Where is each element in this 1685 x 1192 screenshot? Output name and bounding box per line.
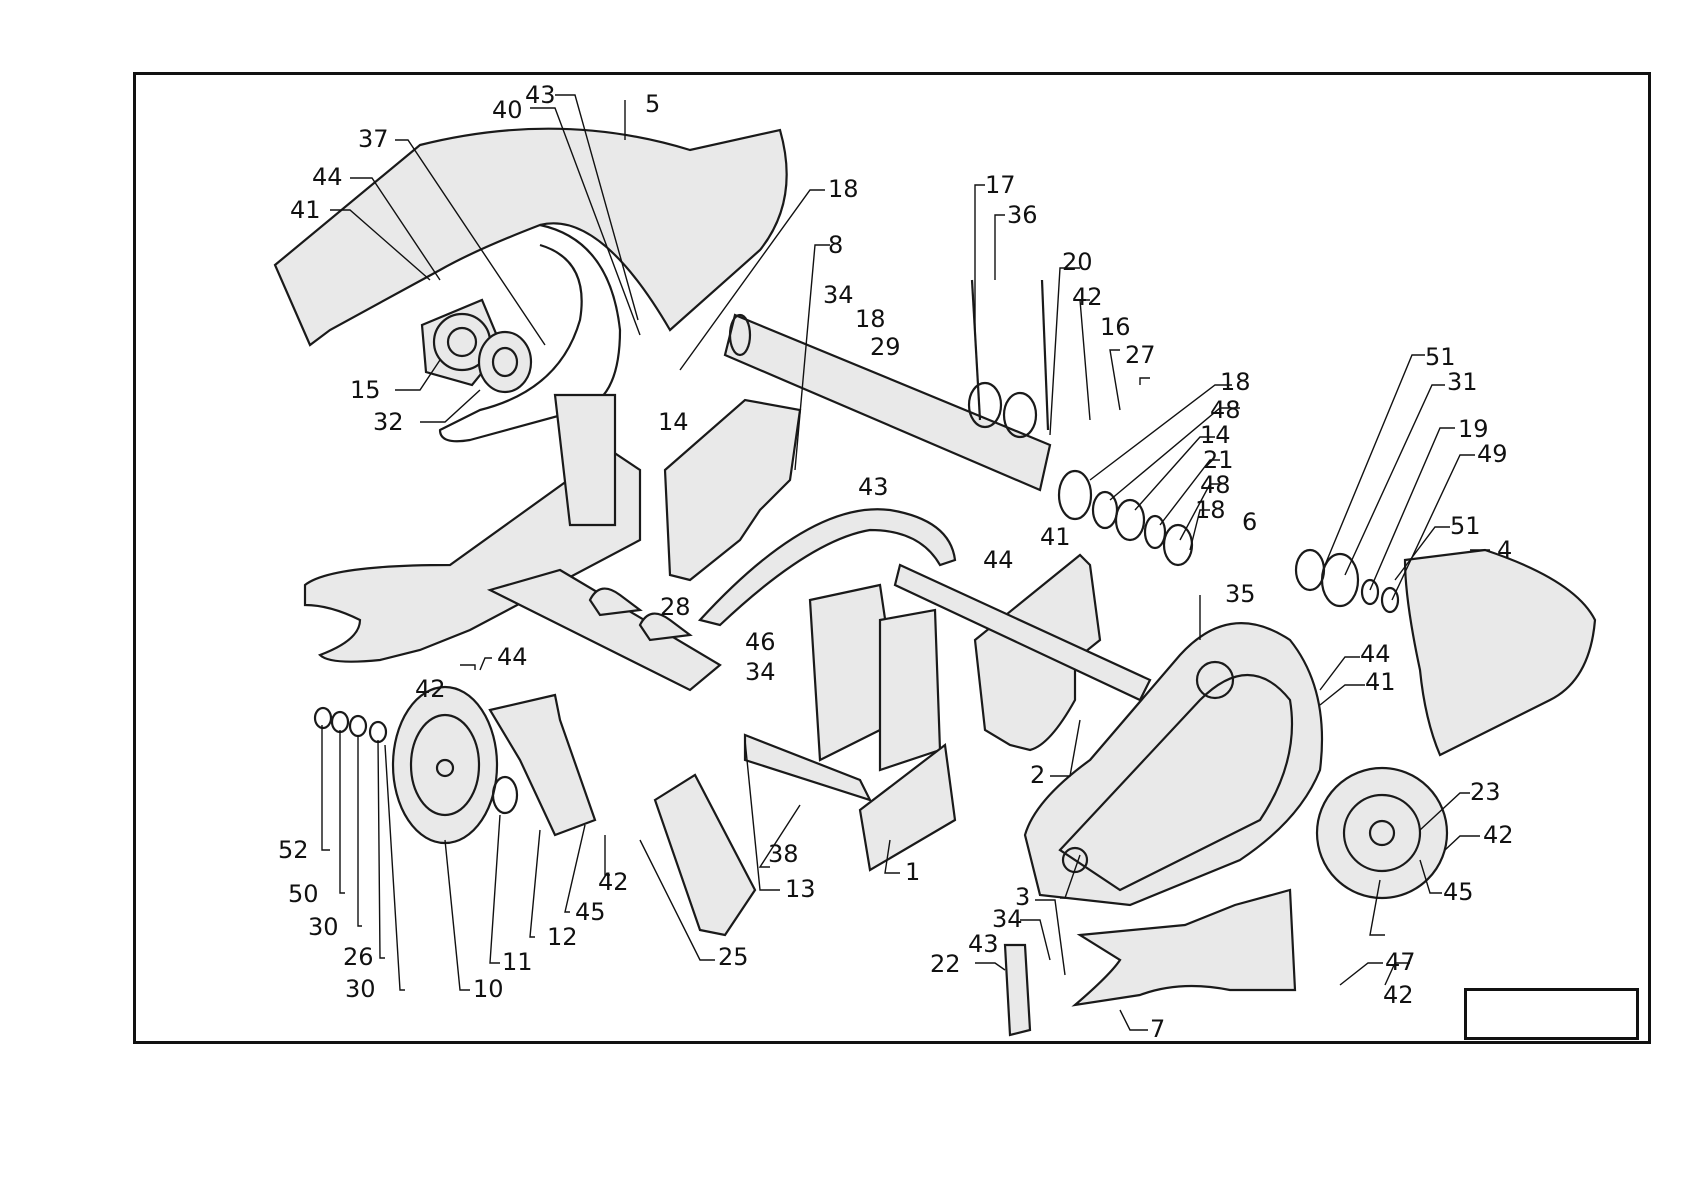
label-19: 19 [1458,415,1489,443]
label-37: 37 [358,125,389,153]
label-45b: 45 [1443,878,1474,906]
label-18a: 18 [828,175,859,203]
label-36: 36 [1007,201,1038,229]
label-51a: 51 [1425,343,1456,371]
label-6: 6 [1242,508,1257,536]
part-1-support [743,583,957,872]
label-40: 40 [492,96,523,124]
diagram-frame [133,72,1651,1044]
label-11: 11 [502,948,533,976]
label-12: 12 [547,923,578,951]
label-50: 50 [288,880,319,908]
label-14b: 14 [1200,421,1231,449]
part-22-plate [1003,943,1032,1037]
label-39: 42 [1483,821,1514,849]
part-7-bracket [1071,888,1297,1007]
label-35: 35 [1225,580,1256,608]
label-42b: 42 [415,675,446,703]
label-27: 27 [1125,341,1156,369]
label-44d: 44 [497,643,528,671]
spring-assembly [967,279,1050,439]
label-14a: 14 [658,408,689,436]
label-15: 15 [350,376,381,404]
label-22: 22 [930,950,961,978]
label-41b: 41 [1040,523,1071,551]
label-31: 31 [1447,368,1478,396]
label-17: 17 [985,171,1016,199]
label-43c: 43 [968,930,999,958]
label-43a: 43 [525,81,556,109]
label-42a: 42 [1072,283,1103,311]
part-5-left-cover [273,127,788,443]
label-42d: 42 [1383,981,1414,1009]
part-10-wheel [391,685,499,845]
shaft-bearing-stack [1057,469,1400,614]
part-11-hub [491,775,519,815]
label-45a: 45 [575,898,606,926]
part-13-arm [653,773,757,937]
label-52: 52 [278,836,309,864]
part-12-arm [488,693,597,837]
part-8-shaft [723,313,1052,492]
label-4: 4 [1497,536,1512,564]
left-side-plate [663,398,802,582]
label-41c: 41 [1365,668,1396,696]
label-29: 29 [870,333,901,361]
label-48b: 48 [1200,471,1231,499]
small-washers [313,706,388,744]
label-1: 1 [905,858,920,886]
label-32: 32 [373,408,404,436]
callout-labels: 43 40 5 37 44 41 18 8 34 18 29 15 32 14 … [278,81,1514,1043]
main-frame-beam [303,393,642,663]
label-7: 7 [1150,1015,1165,1043]
label-18b: 18 [855,305,886,333]
label-46: 46 [745,628,776,656]
part-4-right-cover [1403,548,1597,757]
label-20: 20 [1062,248,1093,276]
label-42c: 42 [598,868,629,896]
label-41a: 41 [290,196,321,224]
label-34b: 34 [745,658,776,686]
label-3: 3 [1015,883,1030,911]
label-38: 38 [768,840,799,868]
label-48a: 48 [1210,396,1241,424]
leader-lines [321,94,1490,1031]
label-44c: 44 [1360,640,1391,668]
label-13: 13 [785,875,816,903]
label-30a: 30 [308,913,339,941]
part-28-guard [697,508,957,627]
label-51b: 51 [1450,512,1481,540]
label-2: 2 [1030,761,1045,789]
part-35-sprocket [1315,766,1449,900]
label-25: 25 [718,943,749,971]
label-18c: 18 [1220,368,1251,396]
label-16: 16 [1100,313,1131,341]
label-23: 23 [1470,778,1501,806]
label-44a: 44 [312,163,343,191]
label-34a: 34 [823,281,854,309]
label-18d: 18 [1195,496,1226,524]
label-8: 8 [828,231,843,259]
label-44b: 44 [983,546,1014,574]
label-21: 21 [1203,446,1234,474]
label-10: 10 [473,975,504,1003]
part-32-bearing [477,330,533,394]
label-34c: 34 [992,905,1023,933]
label-30b: 30 [345,975,376,1003]
tine-bar [486,568,722,692]
label-43b: 43 [858,473,889,501]
label-47: 47 [1385,948,1416,976]
label-26: 26 [343,943,374,971]
label-28: 28 [660,593,691,621]
title-block [1464,988,1639,1040]
label-5: 5 [645,90,660,118]
label-49: 49 [1477,440,1508,468]
